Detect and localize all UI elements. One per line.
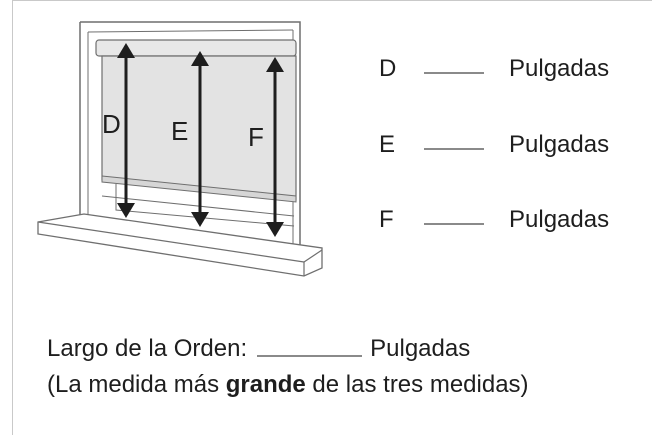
order-note: (La medida más grande de las tres medida… [47,369,529,401]
window-sill-edge [37,221,305,263]
order-length-unit: Pulgadas [370,335,471,362]
arrow-e [191,51,209,227]
window-sill [37,213,323,277]
measurement-letter: F [379,206,394,233]
order-note-bold: grande [225,371,306,398]
measurement-blank [424,148,484,150]
window-frame-inner-top [87,29,294,33]
measurement-unit: Pulgadas [509,131,610,158]
measurement-letter: D [379,55,397,82]
measurement-card [12,0,652,435]
order-note-prefix: (La medida más [47,371,226,398]
order-length-line: Largo de la Orden: Pulgadas [47,334,470,364]
diagram-label-e: E [171,116,188,146]
diagram-label-d: D [102,109,121,139]
measurement-letter: E [379,131,396,158]
measurement-unit: Pulgadas [509,206,610,233]
measurement-unit: Pulgadas [509,55,610,82]
measurement-blank [424,72,484,74]
diagram-label-f: F [248,122,264,152]
order-note-suffix: de las tres medidas) [305,371,529,398]
order-length-blank [257,354,363,357]
window-sill-side [303,249,323,263]
window-lower-pane [115,184,295,227]
window-lower-pane-top [101,195,295,217]
measurement-blank [424,223,484,225]
window-blind-diagram: D E F [37,21,323,277]
arrow-d [117,43,135,218]
window-frame-outer [80,21,301,258]
order-length-label: Largo de la Orden: [47,335,248,362]
arrow-f [266,57,284,237]
